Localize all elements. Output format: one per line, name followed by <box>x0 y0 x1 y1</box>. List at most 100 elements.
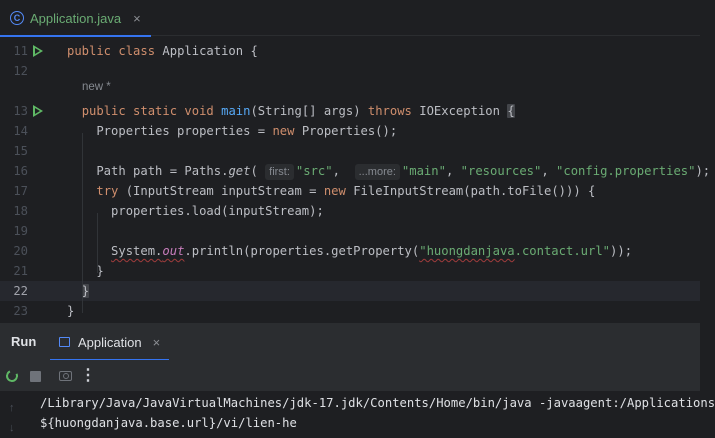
code-token: "huongdanjava <box>419 244 515 258</box>
code-token: } <box>67 264 104 278</box>
code-token: public static void <box>81 104 222 118</box>
line-number: 22 <box>13 284 28 298</box>
matched-brace: } <box>81 284 90 298</box>
run-tab-label: Application <box>78 334 142 350</box>
stop-button[interactable] <box>25 366 45 386</box>
console-icon <box>59 337 70 347</box>
line-number: 23 <box>13 304 28 318</box>
scroll-down-icon[interactable]: ↓ <box>9 422 15 434</box>
line-number: 19 <box>13 224 28 238</box>
java-class-icon: C <box>10 11 24 25</box>
code-text: public static void main(String[] args) t… <box>67 101 515 121</box>
run-toolbar: ⋮ <box>0 360 700 392</box>
code-token: new <box>323 184 354 198</box>
code-token: public class <box>67 44 163 58</box>
code-token: main <box>221 104 251 118</box>
line-number: 17 <box>13 184 28 198</box>
code-token: "resources" <box>460 164 542 178</box>
line-number: 21 <box>13 264 28 278</box>
code-token: .contact.url" <box>514 244 611 258</box>
line-number: 11 <box>13 44 28 58</box>
line-number: 15 <box>13 144 28 158</box>
code-line[interactable]: 16 Path path = Paths.get( first:"src", .… <box>0 161 710 181</box>
line-number: 13 <box>13 104 28 118</box>
code-line[interactable]: 13 public static void main(String[] args… <box>0 101 700 121</box>
code-token: try <box>96 184 126 198</box>
code-token: Properties properties = <box>67 124 273 138</box>
console-output[interactable]: ↑ ↓ /Library/Java/JavaVirtualMachines/jd… <box>0 392 715 438</box>
code-text: System.out.println(properties.getPropert… <box>67 241 632 261</box>
code-token: get <box>228 164 251 178</box>
matched-brace: { <box>507 104 515 118</box>
code-token: ( <box>250 164 266 178</box>
run-tool-window-title: Run <box>11 334 37 349</box>
editor-tab-application-java[interactable]: C Application.java × <box>0 0 151 37</box>
run-tab-application[interactable]: Application × <box>50 323 170 361</box>
scroll-up-icon[interactable]: ↑ <box>9 402 15 414</box>
code-token: (String[] args) <box>250 104 368 118</box>
code-line[interactable]: 18 properties.load(inputStream); <box>0 201 700 221</box>
code-text: } <box>67 261 104 281</box>
close-icon[interactable]: × <box>152 334 161 350</box>
parameter-hint: ...more: <box>354 164 400 180</box>
line-number: 14 <box>13 124 28 138</box>
code-token: (InputStream inputStream = <box>125 184 324 198</box>
code-token <box>67 284 82 298</box>
code-token <box>67 244 111 258</box>
code-token: new <box>272 124 302 138</box>
screenshot-button[interactable] <box>55 366 75 386</box>
code-line[interactable]: 20 System.out.println(properties.getProp… <box>0 241 700 261</box>
code-token <box>67 104 82 118</box>
close-icon[interactable]: × <box>133 10 141 26</box>
code-line[interactable]: 11 public class Application { <box>0 41 700 61</box>
stop-icon <box>29 370 41 382</box>
code-line[interactable]: 17 try (InputStream inputStream = new Fi… <box>0 181 700 201</box>
code-token: Application { <box>162 44 258 58</box>
code-token: out <box>162 244 185 258</box>
rerun-button[interactable] <box>2 366 22 386</box>
console-gutter: ↑ ↓ <box>0 392 30 438</box>
code-token: FileInputStream(path.toFile())) { <box>353 184 596 198</box>
more-options-button[interactable]: ⋮ <box>78 366 98 386</box>
code-token: IOException <box>419 104 508 118</box>
console-line: /Library/Java/JavaVirtualMachines/jdk-17… <box>40 396 715 410</box>
run-gutter-icon[interactable] <box>33 105 43 117</box>
indent-guide <box>82 133 83 313</box>
code-token: System. <box>111 244 163 258</box>
console-line: ${huongdanjava.base.url}/vi/lien-he <box>40 416 297 430</box>
line-number: 16 <box>13 164 28 178</box>
code-line[interactable]: 23} <box>0 301 700 321</box>
code-line[interactable]: 12 <box>0 61 700 81</box>
code-token: "src" <box>295 164 333 178</box>
code-text: Path path = Paths.get( first:"src", ...m… <box>67 161 710 181</box>
camera-icon <box>58 371 72 381</box>
code-token: )); <box>610 244 633 258</box>
more-vertical-icon: ⋮ <box>80 367 96 384</box>
active-tab-indicator <box>0 35 151 37</box>
code-text: Properties properties = new Properties()… <box>67 121 397 141</box>
code-text: public class Application { <box>67 41 258 61</box>
code-text: try (InputStream inputStream = new FileI… <box>67 181 595 201</box>
run-gutter-icon[interactable] <box>33 45 43 57</box>
code-token: Path path = Paths. <box>67 164 229 178</box>
code-line[interactable]: 21 } <box>0 261 700 281</box>
code-line[interactable]: 14 Properties properties = new Propertie… <box>0 121 700 141</box>
code-token: throws <box>367 104 420 118</box>
run-tool-window-header: Run Application × <box>0 322 700 361</box>
code-token: , <box>332 164 355 178</box>
code-line[interactable]: 22 } <box>0 281 700 301</box>
code-text: properties.load(inputStream); <box>67 201 324 221</box>
code-line[interactable]: 19 <box>0 221 700 241</box>
code-line[interactable]: 15 <box>0 141 700 161</box>
indent-guide <box>97 213 98 273</box>
code-token: Properties(); <box>301 124 398 138</box>
code-token: "main" <box>401 164 446 178</box>
code-token: } <box>67 304 75 318</box>
line-number: 20 <box>13 244 28 258</box>
editor-tab-label: Application.java <box>30 10 122 26</box>
code-text: } <box>67 301 74 321</box>
parameter-hint: first: <box>265 164 294 180</box>
editor-tab-bar: C Application.java × <box>0 0 700 37</box>
code-vision-hint[interactable]: new * <box>82 81 111 93</box>
